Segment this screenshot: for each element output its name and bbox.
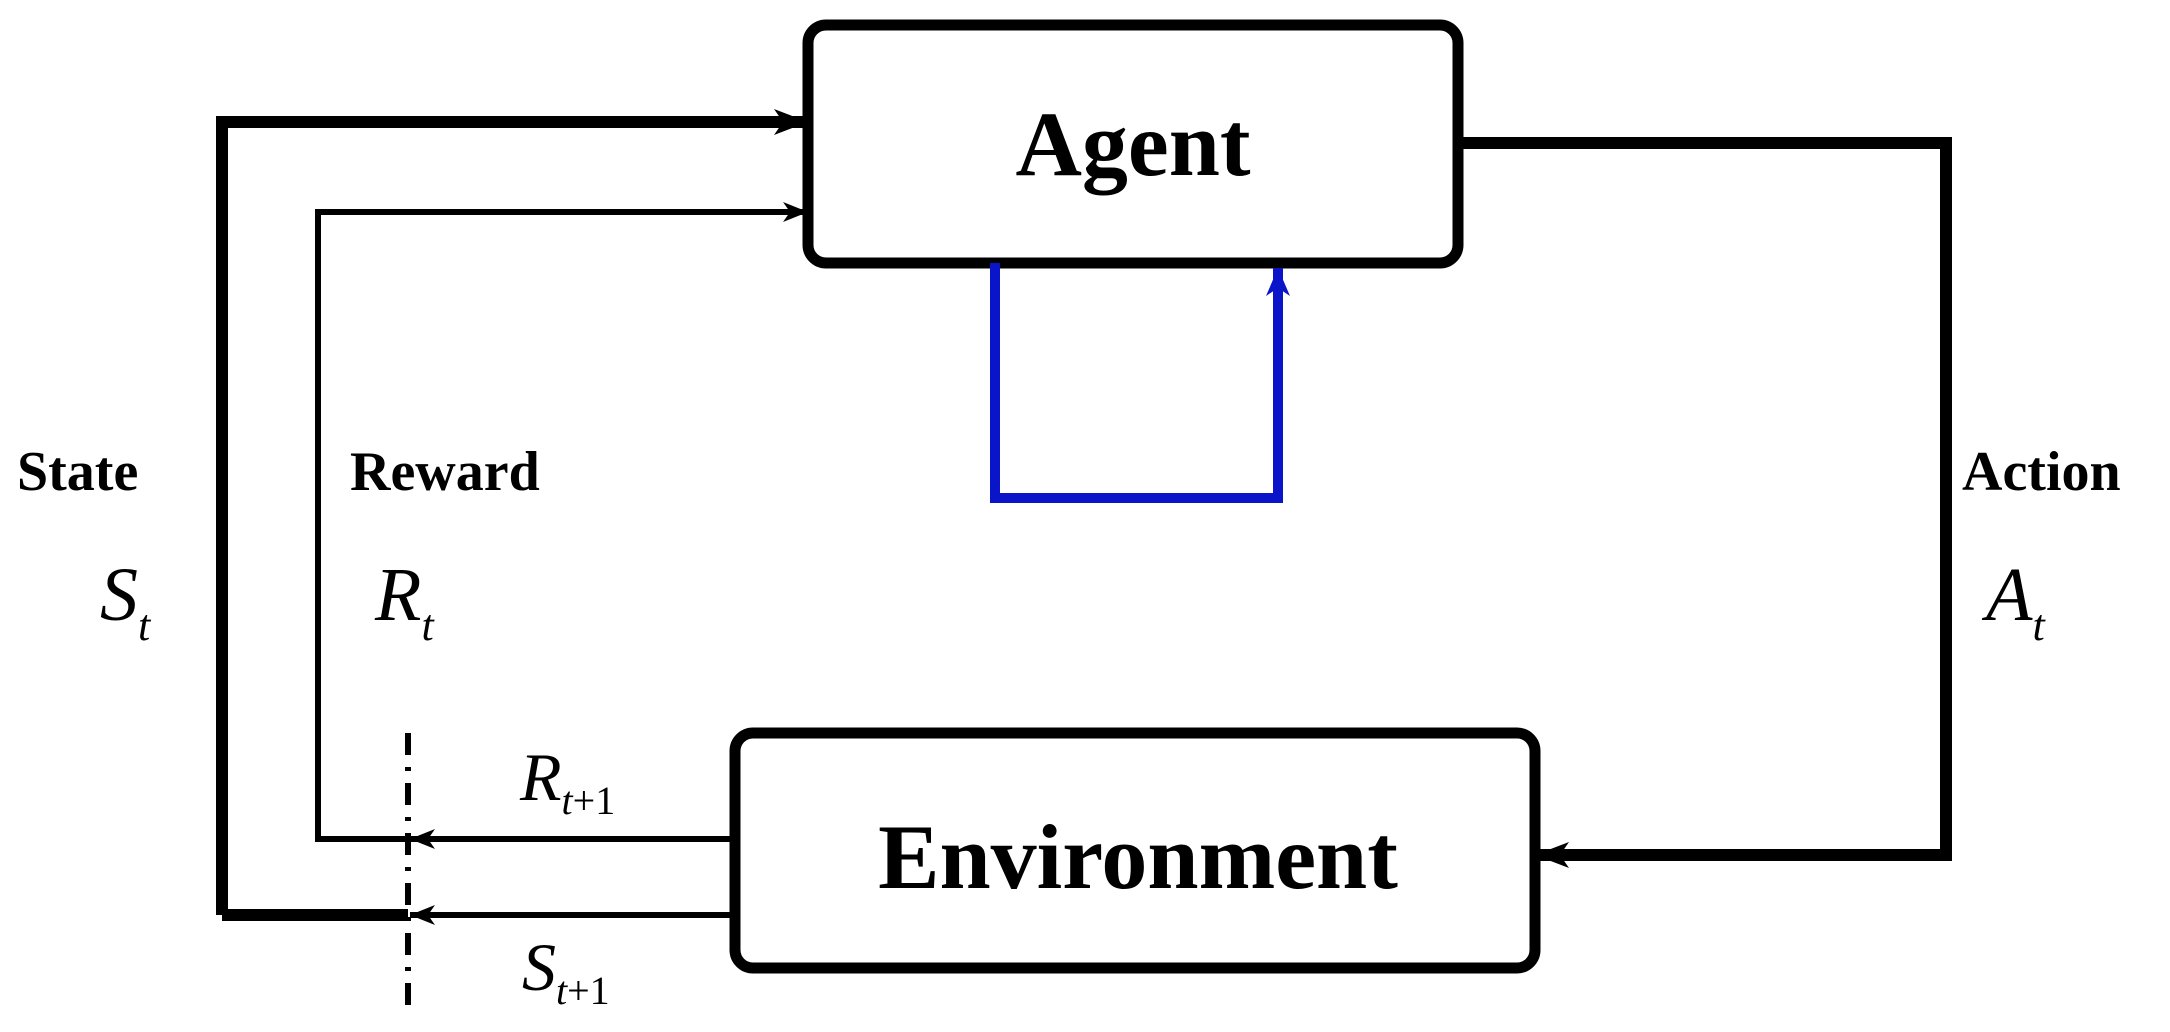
state-feedback-line bbox=[216, 109, 808, 915]
state-symbol: St bbox=[100, 553, 152, 650]
next-reward-symbol: Rt+1 bbox=[519, 739, 615, 823]
agent-node: Agent bbox=[802, 19, 1464, 269]
reward-symbol: Rt bbox=[374, 553, 435, 650]
action-symbol: At bbox=[1981, 553, 2046, 650]
action-arrow bbox=[1458, 137, 1952, 868]
next-state-symbol: St+1 bbox=[522, 929, 610, 1013]
environment-node: Environment bbox=[729, 727, 1541, 974]
environment-label: Environment bbox=[878, 806, 1398, 908]
reward-label: Reward bbox=[350, 441, 540, 503]
action-label: Action bbox=[1962, 441, 2121, 503]
agent-label: Agent bbox=[1015, 93, 1250, 195]
agent-self-loop bbox=[990, 263, 1290, 503]
state-label: State bbox=[17, 441, 138, 503]
reward-feedback-line bbox=[315, 202, 808, 842]
